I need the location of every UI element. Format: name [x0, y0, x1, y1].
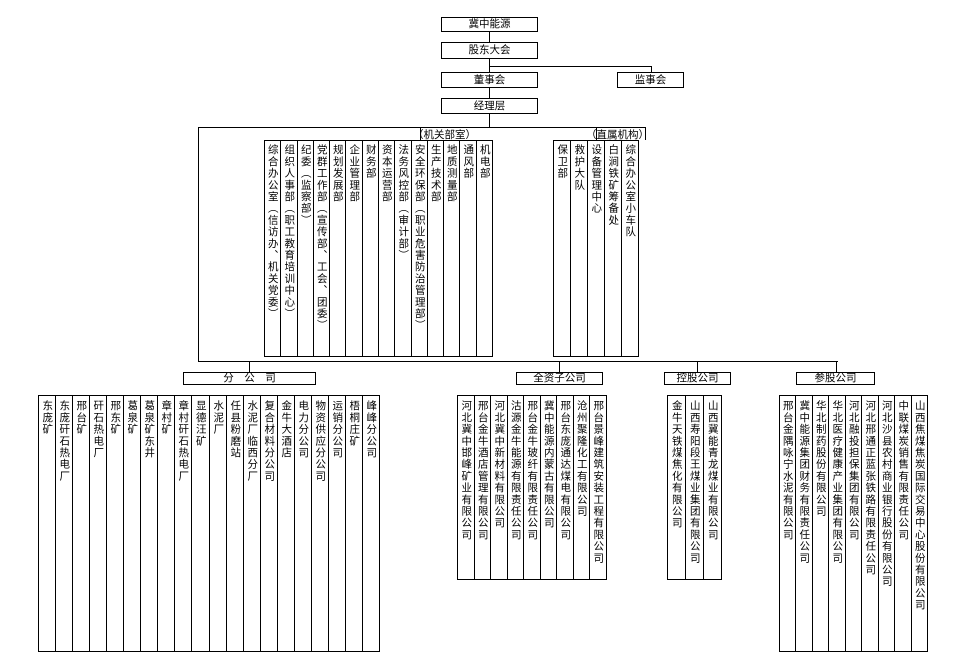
- connector-line: [596, 127, 597, 140]
- equity-company: 山西焦煤焦炭国际交易中心股份有限公司: [911, 395, 928, 652]
- management-box: 经理层: [441, 98, 538, 114]
- connector-line: [489, 114, 490, 127]
- branch-company: 物资供应分公司: [311, 395, 329, 652]
- branch-company: 复合材料分公司: [260, 395, 278, 652]
- direct-unit: 救护大队: [570, 140, 588, 357]
- connector-line: [198, 361, 838, 362]
- connector-line: [645, 127, 646, 140]
- connector-line: [198, 127, 199, 361]
- branch-company: 东庞矿: [38, 395, 56, 652]
- branch-company: 葛泉矿: [123, 395, 141, 652]
- equity-company: 华北制药股份有限公司: [812, 395, 829, 652]
- holding-company: 山西寿阳段王煤业集团有限公司: [685, 395, 704, 580]
- branch-company: 邢东矿: [106, 395, 124, 652]
- wholly-box: 全资子公司: [516, 372, 603, 385]
- wholly-owned-company: 邢台东庞通达煤电有限公司: [556, 395, 574, 580]
- connector-line: [559, 361, 560, 372]
- direct-unit: 设备管理中心: [587, 140, 605, 357]
- wholly-owned-company: 冀中能源内蒙古有限公司: [540, 395, 557, 580]
- organ-dept: 资本运营部: [378, 140, 395, 357]
- branch-company: 东庞矸石热电厂: [55, 395, 73, 652]
- organ-dept: 党群工作部（宣传部、工会、团委）: [313, 140, 330, 357]
- branch-company: 电力分公司: [294, 395, 312, 652]
- equity-company: 河北邢通正蓝张铁路有限责任公司: [861, 395, 879, 652]
- branch-company: 任县粉磨站: [226, 395, 244, 652]
- wholly-owned-company: 沧州聚隆化工有限公司: [573, 395, 590, 580]
- organs-label: （机关部室）: [413, 129, 476, 141]
- connector-line: [836, 361, 837, 372]
- equity-company: 冀中能源集团财务有限责任公司: [795, 395, 813, 652]
- wholly-owned-company: 邢台金牛酒店管理有限公司: [474, 395, 491, 580]
- connector-line: [697, 361, 698, 372]
- equity-company: 河北沙县农村商业银行股份有限公司: [878, 395, 895, 652]
- connector-line: [420, 127, 421, 140]
- organ-dept: 组织人事部（职工教育培训中心）: [280, 140, 298, 357]
- organ-dept: 机电部: [476, 140, 493, 357]
- wholly-owned-company: 邢台景峰建筑安装工程有限公司: [589, 395, 607, 580]
- connector-line: [489, 59, 490, 72]
- connector-line: [264, 140, 492, 141]
- equity-company: 河北融投担保集团有限公司: [845, 395, 862, 652]
- branch-company: 金牛大酒店: [277, 395, 295, 652]
- shareholders-box: 股东大会: [441, 42, 538, 59]
- direct-unit: 白涧铁矿筹备处: [604, 140, 622, 357]
- connector-line: [553, 140, 639, 141]
- equity-company: 邢台金隅咏宁水泥有限公司: [779, 395, 796, 652]
- branch-company: 峰峰分公司: [362, 395, 380, 652]
- organ-dept: 企业管理部: [345, 140, 363, 357]
- company-box: 冀中能源: [441, 17, 538, 32]
- supervisors-box: 监事会: [617, 72, 684, 88]
- branch-company: 梧桐庄矿: [345, 395, 363, 652]
- holding-company: 金牛天铁煤焦化有限公司: [667, 395, 686, 580]
- equity-company: 中联煤炭销售有限责任公司: [894, 395, 912, 652]
- wholly-owned-company: 邢台金牛玻纤有限责任公司: [523, 395, 541, 580]
- organ-dept: 法务风控部（审计部）: [394, 140, 412, 357]
- connector-line: [489, 66, 651, 67]
- wholly-owned-company: 沽源金牛能源有限责任公司: [507, 395, 524, 580]
- organ-dept: 综合办公室（信访办、机关党委）: [264, 140, 281, 357]
- connector-line: [489, 88, 490, 98]
- wholly-owned-company: 河北冀中新材料有限公司: [490, 395, 508, 580]
- equity-box: 参股公司: [796, 372, 875, 385]
- branch-company: 矸石热电厂: [89, 395, 107, 652]
- organ-dept: 规划发展部: [329, 140, 346, 357]
- holding-company: 山西冀能青龙煤业有限公司: [703, 395, 722, 580]
- connector-line: [489, 32, 490, 42]
- branch-company: 水泥厂: [209, 395, 227, 652]
- connector-line: [249, 361, 250, 372]
- branch-company: 水泥厂临西分厂: [243, 395, 261, 652]
- wholly-owned-company: 河北冀中邯峰矿业有限公司: [457, 395, 475, 580]
- organ-dept: 地质测量部: [443, 140, 460, 357]
- branch-company: 显德汪矿: [191, 395, 210, 652]
- branch-company: 章村矿: [157, 395, 175, 652]
- organ-dept: 纪委（监察部）: [297, 140, 314, 357]
- connector-line: [198, 127, 646, 128]
- branch-company: 运销分公司: [328, 395, 346, 652]
- branch-company: 邢台矿: [72, 395, 90, 652]
- organ-dept: 生产技术部: [427, 140, 444, 357]
- branches-box: 分 公 司: [183, 372, 316, 385]
- direct-label: （直属机构）: [586, 129, 649, 141]
- board-box: 董事会: [441, 72, 538, 88]
- holding-box: 控股公司: [664, 372, 731, 385]
- organ-dept: 通风部: [459, 140, 477, 357]
- direct-unit: 保卫部: [553, 140, 571, 357]
- branch-company: 葛泉矿东井: [140, 395, 158, 652]
- equity-company: 华北医疗健康产业集团有限公司: [828, 395, 846, 652]
- organ-dept: 安全环保部（职业危害防治管理部）: [411, 140, 428, 357]
- branch-company: 章村矸石热电厂: [174, 395, 192, 652]
- direct-unit: 综合办公室小车队: [621, 140, 639, 357]
- organ-dept: 财务部: [362, 140, 379, 357]
- connector-line: [651, 66, 652, 72]
